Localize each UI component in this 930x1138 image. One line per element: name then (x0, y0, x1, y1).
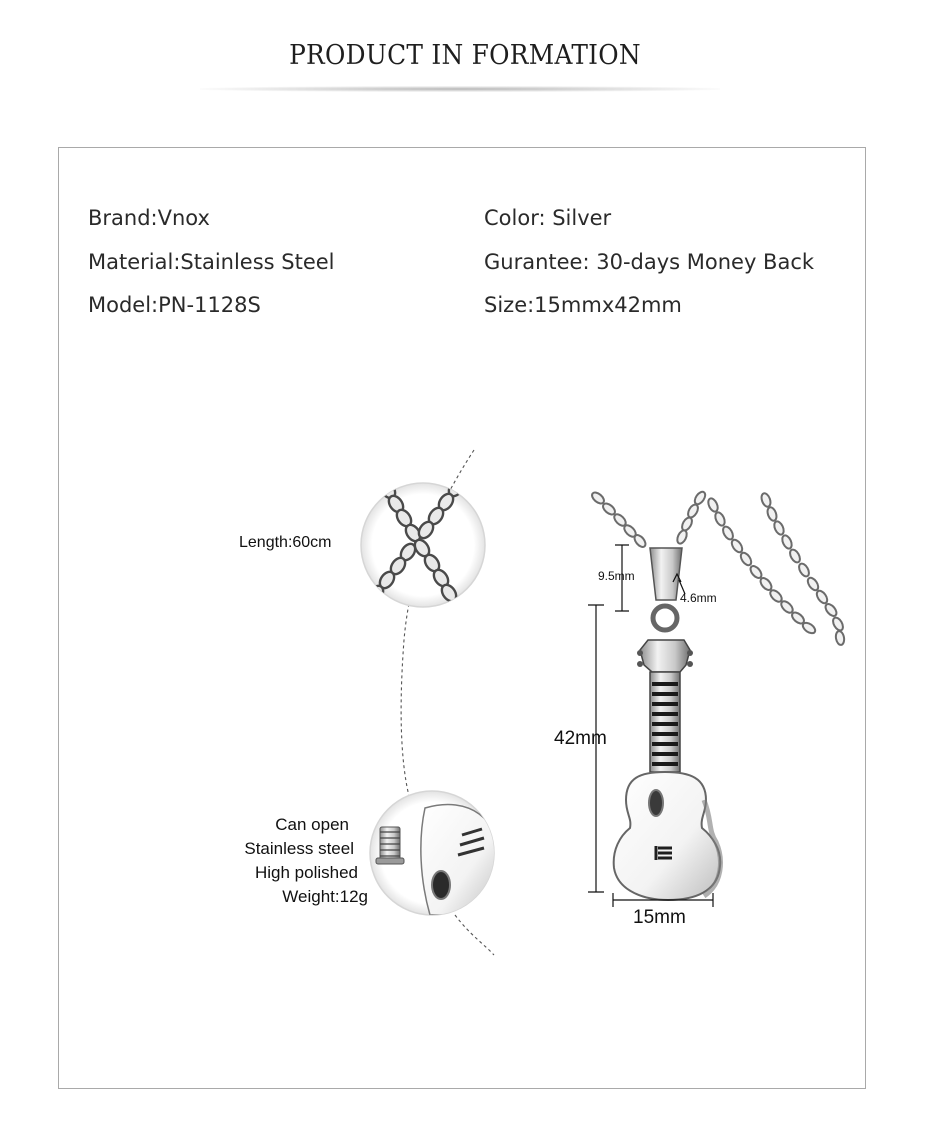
feature-can-open: Can open (275, 815, 349, 834)
spec-guarantee: Gurantee: 30-days Money Back (484, 250, 815, 274)
feature-weight: Weight:12g (282, 887, 368, 906)
feature-high-polished: High polished (254, 863, 358, 882)
chain-detail-magnifier (360, 482, 486, 608)
pendant-height-label: 42mm (554, 728, 607, 749)
spec-material: Material:Stainless Steel (88, 250, 335, 274)
spec-color: Color: Silver (484, 206, 612, 230)
cap-detail-magnifier (369, 790, 495, 916)
info-frame (58, 147, 866, 1089)
pendant-width-label: 15mm (633, 907, 686, 928)
bail-width-label: 4.6mm (680, 591, 717, 605)
bail-height-label: 9.5mm (598, 569, 635, 583)
dimension-lines (588, 544, 714, 907)
heading-underline (200, 86, 720, 92)
pendant-chain (591, 490, 846, 646)
chain-length-label: Length:60cm (239, 534, 332, 551)
feature-list: Can open Stainless steel High polished W… (230, 813, 368, 909)
feature-stainless-steel: Stainless steel (244, 839, 354, 858)
guitar-pendant (612, 547, 723, 902)
spec-size: Size:15mmx42mm (484, 293, 682, 317)
spec-model: Model:PN-1128S (88, 293, 261, 317)
spec-brand: Brand:Vnox (88, 206, 210, 230)
page-heading: PRODUCT IN FORMATION (289, 40, 641, 71)
